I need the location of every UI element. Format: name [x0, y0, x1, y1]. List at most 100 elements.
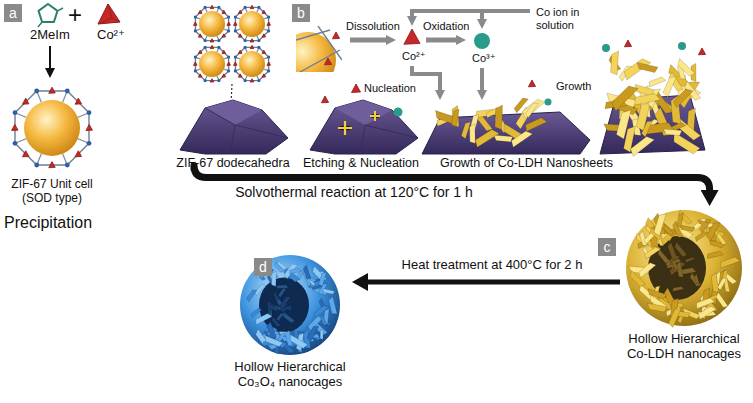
imidazolate-dot [257, 79, 260, 82]
nanosheet [669, 308, 682, 327]
co-tetrahedron [194, 62, 198, 65]
nanosheet [616, 110, 631, 139]
co2-ion [321, 96, 328, 103]
imidazolate-dot [13, 141, 18, 146]
nanosheet [494, 135, 513, 142]
nanosheet [523, 99, 546, 118]
co-tetrahedron [198, 10, 202, 13]
annotation-label: Oxidation [423, 20, 469, 33]
imidazolate-dot [257, 6, 260, 9]
inset-zoom [296, 26, 342, 72]
illustration-node: ZIF-67 Unit cell (SOD type) [0, 82, 104, 206]
caption: Hollow Hierarchical Co₃O₄ nanocages [228, 360, 352, 390]
sod-cage [24, 100, 80, 156]
illustration-node: Hollow Hierarchical Co-LDH nanocages [620, 206, 748, 362]
imidazolate-dot [234, 16, 237, 19]
nanosheet [642, 121, 653, 137]
nanosheet [267, 303, 279, 311]
nanosheet [452, 106, 459, 128]
annotation-label: Nucleation [364, 82, 416, 95]
sod-cage [199, 11, 225, 37]
nanosheet [716, 292, 728, 307]
nanosheet [649, 77, 666, 87]
co-tetrahedron [222, 34, 226, 37]
imidazolate-dot [234, 56, 237, 59]
nanosheet [647, 303, 667, 312]
2meim-bond [38, 8, 63, 27]
nanosheet [664, 224, 674, 235]
co3-ion [678, 42, 686, 50]
imidazolate-dot [65, 89, 70, 94]
hollow-interior [259, 278, 309, 333]
imidazolate-dot [234, 29, 237, 32]
edge-label: Heat treatment at 400°C for 2 h [400, 258, 585, 273]
nanosheet [664, 129, 682, 135]
co-tetrahedron [198, 74, 202, 77]
co-tetrahedron [210, 45, 214, 48]
nanosheet [673, 286, 684, 291]
nanosheet [721, 257, 740, 268]
annotation-label: Dissolution [346, 20, 400, 33]
imidazolate-dot [267, 16, 270, 19]
co2-ion [624, 40, 631, 47]
nanosheet [289, 269, 301, 274]
imidazolate-dot [217, 46, 220, 49]
panel-letter: b [292, 4, 310, 22]
process-arrow [426, 38, 458, 43]
nanosheet [277, 313, 284, 321]
nanosheet [274, 291, 279, 300]
co-tetrahedron [198, 50, 202, 53]
nanosheet [461, 122, 470, 139]
nanosheet [675, 242, 688, 257]
imidazolate-dot [204, 79, 207, 82]
panel-letter: d [254, 258, 272, 276]
sod-cage [199, 51, 225, 77]
caption: Hollow Hierarchical Co-LDH nanocages [620, 332, 748, 362]
zif67-dodecahedron [180, 100, 288, 154]
nanosheet [276, 285, 288, 288]
co-tetrahedron [262, 74, 266, 77]
nanosheet [639, 263, 656, 278]
co-tetrahedron [250, 45, 254, 48]
nanosheet [658, 249, 670, 263]
imidazolate-dot [204, 39, 207, 42]
panel-letter-box: d [254, 258, 272, 276]
co-tetrahedron [222, 50, 226, 53]
imidazolate-dot [65, 163, 70, 168]
imidazolate-dot [34, 89, 39, 94]
imidazolate-dot [257, 46, 260, 49]
imidazolate-dot [234, 69, 237, 72]
nanosheet [280, 297, 291, 310]
nanosheet [267, 322, 276, 338]
caption: Growth of Co-LDH Nanosheets [418, 156, 708, 170]
co-tetrahedron [262, 50, 266, 53]
co-tetrahedron [222, 10, 226, 13]
nanosheet [695, 274, 700, 284]
nanosheet [711, 273, 719, 293]
nanosheet [272, 271, 277, 287]
nanosheet [678, 59, 695, 77]
imidazolate-dot [194, 29, 197, 32]
imidazolate-dot [227, 69, 230, 72]
co-tetrahedron [98, 4, 120, 24]
nanosheet [648, 289, 667, 299]
imidazolate-dot [194, 69, 197, 72]
process-arrow [480, 68, 484, 92]
co-tetrahedron [210, 39, 214, 42]
ldh-nucleus [370, 111, 380, 121]
recycle-arrow [480, 11, 484, 21]
imidazolate-dot [204, 46, 207, 49]
nanosheet [285, 306, 293, 311]
imidazolate-dot [217, 39, 220, 42]
annotation-label: Co²⁺ [97, 28, 125, 43]
nanosheet [283, 312, 295, 323]
imidazolate-dot [227, 29, 230, 32]
process-arrow [364, 280, 620, 285]
nanosheet [663, 77, 676, 97]
nanosheet [475, 130, 499, 148]
nanosheet [631, 137, 655, 157]
nanosheet [698, 220, 710, 226]
nanosheet [672, 260, 679, 270]
nanosheet [470, 124, 476, 144]
nanosheet [673, 89, 693, 108]
